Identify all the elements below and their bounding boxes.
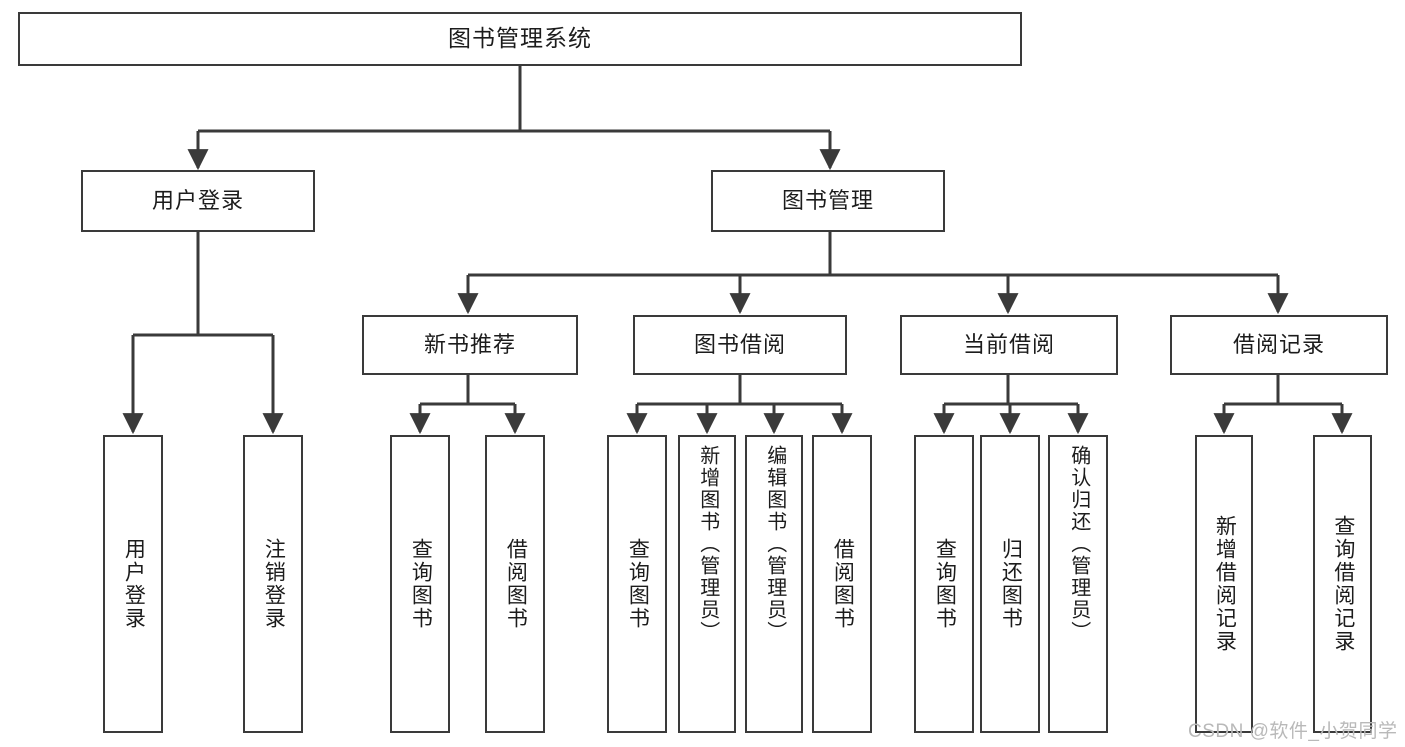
- node-root[interactable]: 图书管理系统: [18, 12, 1022, 66]
- node-leaf-add-book-label: 新增图书（管理员）: [696, 445, 719, 643]
- node-leaf-user-login[interactable]: 用户登录: [103, 435, 163, 733]
- node-leaf-query-book-current[interactable]: 查询图书: [914, 435, 974, 733]
- node-leaf-user-logout[interactable]: 注销登录: [243, 435, 303, 733]
- node-book-borrow[interactable]: 图书借阅: [633, 315, 847, 375]
- node-leaf-query-book-borrow-label: 查询图书: [626, 538, 650, 630]
- node-leaf-edit-book-label: 编辑图书（管理员）: [763, 445, 786, 643]
- node-leaf-query-record-label: 查询借阅记录: [1331, 515, 1355, 653]
- node-leaf-borrow-book-label: 借阅图书: [831, 538, 855, 630]
- node-leaf-add-book[interactable]: 新增图书（管理员）: [678, 435, 736, 733]
- node-user-login-label: 用户登录: [151, 188, 244, 214]
- node-borrow-record[interactable]: 借阅记录: [1170, 315, 1388, 375]
- node-current-borrow-label: 当前借阅: [962, 332, 1055, 358]
- node-leaf-borrow-book-rec-label: 借阅图书: [504, 538, 528, 630]
- node-leaf-query-book-rec-label: 查询图书: [409, 538, 433, 630]
- node-user-login[interactable]: 用户登录: [81, 170, 315, 232]
- node-leaf-add-record[interactable]: 新增借阅记录: [1195, 435, 1253, 733]
- watermark: CSDN @软件_小贺同学: [1188, 721, 1398, 742]
- node-book-manage-label: 图书管理: [781, 188, 874, 214]
- node-leaf-user-logout-label: 注销登录: [262, 538, 286, 630]
- node-leaf-add-record-label: 新增借阅记录: [1213, 515, 1237, 653]
- node-book-borrow-label: 图书借阅: [693, 332, 786, 358]
- node-leaf-query-book-borrow[interactable]: 查询图书: [607, 435, 667, 733]
- node-leaf-return-book[interactable]: 归还图书: [980, 435, 1040, 733]
- node-book-manage[interactable]: 图书管理: [711, 170, 945, 232]
- node-leaf-borrow-book[interactable]: 借阅图书: [812, 435, 872, 733]
- node-leaf-query-record[interactable]: 查询借阅记录: [1313, 435, 1372, 733]
- node-leaf-borrow-book-rec[interactable]: 借阅图书: [485, 435, 545, 733]
- node-current-borrow[interactable]: 当前借阅: [900, 315, 1118, 375]
- node-leaf-query-book-current-label: 查询图书: [933, 538, 957, 630]
- node-leaf-confirm-return[interactable]: 确认归还（管理员）: [1048, 435, 1108, 733]
- node-new-book-rec[interactable]: 新书推荐: [362, 315, 578, 375]
- node-root-label: 图书管理系统: [448, 25, 592, 52]
- node-new-book-rec-label: 新书推荐: [423, 332, 516, 358]
- node-leaf-user-login-label: 用户登录: [122, 538, 146, 630]
- node-leaf-edit-book[interactable]: 编辑图书（管理员）: [745, 435, 803, 733]
- node-leaf-return-book-label: 归还图书: [999, 538, 1023, 630]
- node-leaf-query-book-rec[interactable]: 查询图书: [390, 435, 450, 733]
- node-borrow-record-label: 借阅记录: [1232, 332, 1325, 358]
- node-leaf-confirm-return-label: 确认归还（管理员）: [1067, 445, 1090, 643]
